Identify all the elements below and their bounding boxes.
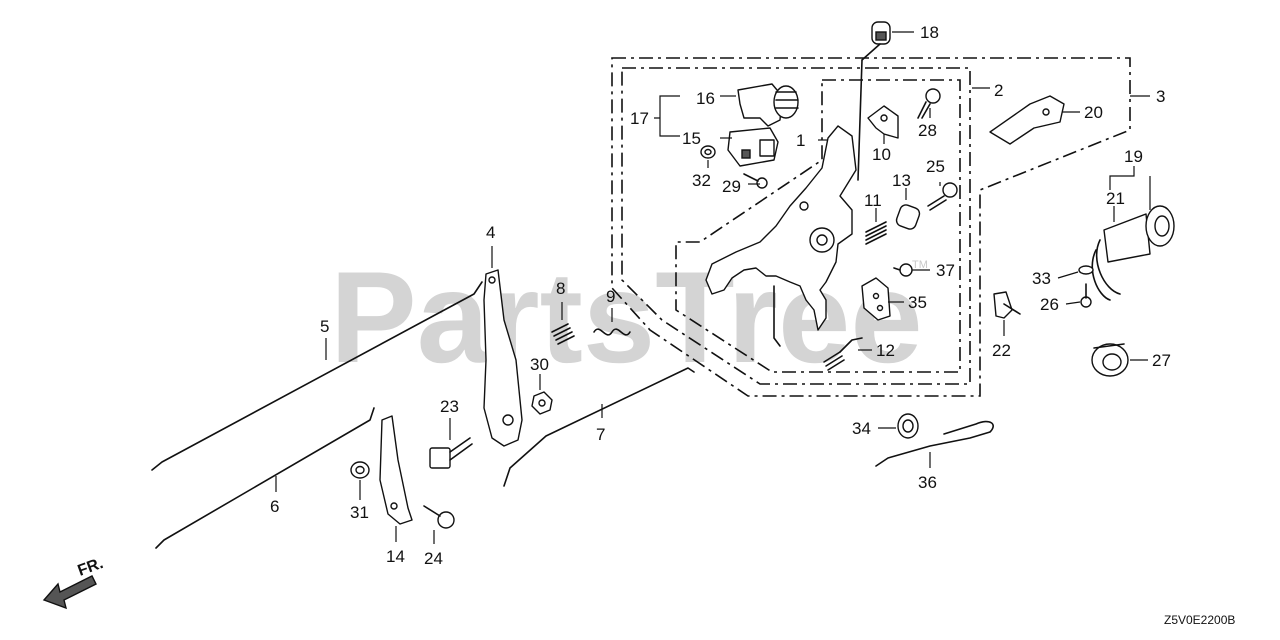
callout-29[interactable]: 29 [722,177,741,196]
callout-36[interactable]: 36 [918,473,937,492]
callout-13[interactable]: 13 [892,171,911,190]
part-6-rod[interactable] [155,407,375,549]
part-8-spring[interactable] [551,323,575,345]
part-29-screw[interactable] [743,173,768,189]
part-28-bolt[interactable] [917,88,941,119]
callout-6[interactable]: 6 [270,497,279,516]
callout-9[interactable]: 9 [606,287,615,306]
part-7-rod[interactable] [503,367,695,487]
part-4-arm[interactable] [483,269,523,447]
part-13-collar[interactable] [895,203,921,231]
callout-33[interactable]: 33 [1032,269,1051,288]
part-18-grommet[interactable] [857,21,891,181]
part-19-switch-assembly[interactable] [1091,205,1175,301]
part-16-switch-cover[interactable] [737,83,799,127]
callout-28[interactable]: 28 [918,121,937,140]
part-24-bolt[interactable] [423,505,455,529]
callout-5[interactable]: 5 [320,317,329,336]
part-25-bolt[interactable] [927,182,958,211]
callout-22[interactable]: 22 [992,341,1011,360]
callout-12[interactable]: 12 [876,341,895,360]
part-5-rod[interactable] [151,281,483,471]
callout-17[interactable]: 17 [630,109,649,128]
callout-32[interactable]: 32 [692,171,711,190]
part-10-bracket[interactable] [867,105,899,139]
front-direction-arrow: FR. [42,555,106,610]
part-33-washer[interactable] [1078,265,1094,275]
part-12-spring[interactable] [823,337,863,371]
callout-23[interactable]: 23 [440,397,459,416]
callout-20[interactable]: 20 [1084,103,1103,122]
part-9-spring[interactable] [593,328,631,336]
part-1-control-base[interactable] [705,125,857,347]
callout-24[interactable]: 24 [424,549,443,568]
leader-lines [275,31,1151,544]
assembly-outline-2 [621,67,971,385]
callout-35[interactable]: 35 [908,293,927,312]
callout-2[interactable]: 2 [994,81,1003,100]
callout-18[interactable]: 18 [920,23,939,42]
part-26-screw[interactable] [1080,283,1092,308]
diagram-code: Z5V0E2200B [1164,613,1235,627]
part-32-washer[interactable] [700,145,716,159]
part-34-grommet[interactable] [897,413,919,439]
callout-14[interactable]: 14 [386,547,405,566]
part-23-bolt[interactable] [429,437,473,469]
assembly-outline-1 [675,79,961,373]
callout-4[interactable]: 4 [486,223,495,242]
part-15-switch[interactable] [727,127,779,167]
part-27-clamp[interactable] [1091,343,1129,377]
callout-10[interactable]: 10 [872,145,891,164]
callout-1[interactable]: 1 [796,131,805,150]
callout-16[interactable]: 16 [696,89,715,108]
part-30-nut[interactable] [531,391,553,415]
part-36-wire-rod[interactable] [875,420,994,467]
callout-8[interactable]: 8 [556,279,565,298]
callout-26[interactable]: 26 [1040,295,1059,314]
part-20-plate[interactable] [989,95,1065,145]
callout-37[interactable]: 37 [936,261,955,280]
assembly-outline-3 [611,57,1131,397]
callout-19[interactable]: 19 [1124,147,1143,166]
callout-25[interactable]: 25 [926,157,945,176]
part-14-lever[interactable] [379,415,413,525]
callout-7[interactable]: 7 [596,425,605,444]
callout-3[interactable]: 3 [1156,87,1165,106]
callout-11[interactable]: 11 [864,191,882,210]
callout-21[interactable]: 21 [1106,189,1125,208]
part-11-spring[interactable] [865,221,887,245]
part-22-bolt[interactable] [993,291,1021,319]
callout-31[interactable]: 31 [350,503,369,522]
callout-34[interactable]: 34 [852,419,871,438]
callout-30[interactable]: 30 [530,355,549,374]
direction-label: FR. [76,555,106,580]
callout-15[interactable]: 15 [682,129,701,148]
part-31-washer[interactable] [350,461,370,479]
watermark-tm: TM [912,259,928,271]
callout-27[interactable]: 27 [1152,351,1171,370]
part-35-clip[interactable] [861,277,891,321]
